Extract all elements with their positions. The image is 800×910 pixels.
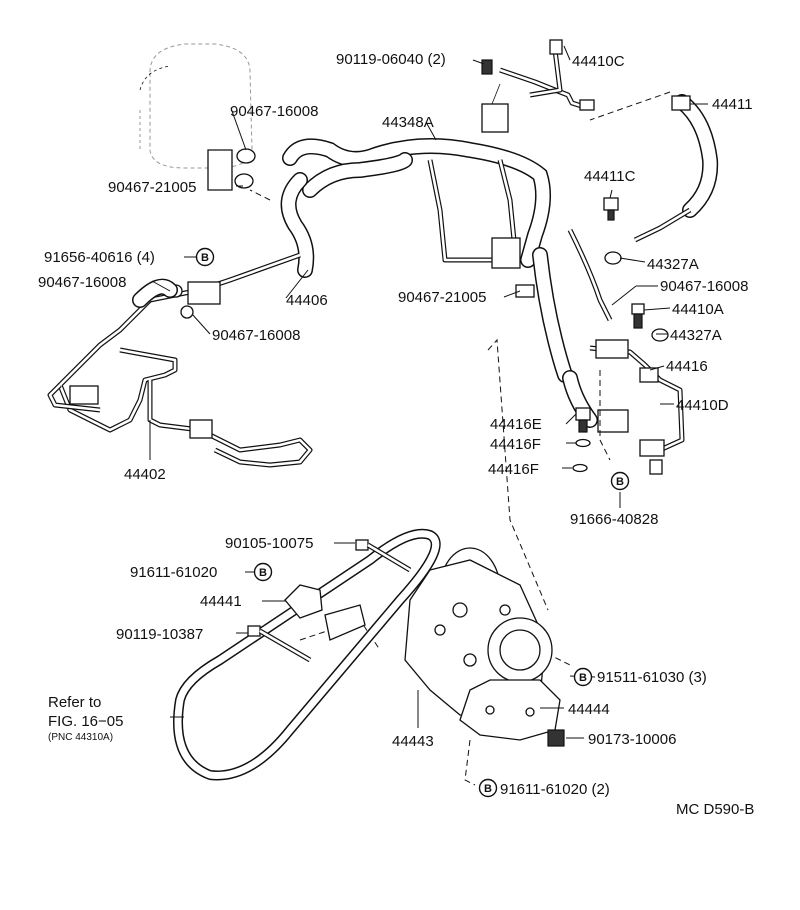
- drawing-artwork: [47, 39, 719, 786]
- union-bolt-44410A: [631, 303, 645, 329]
- label-44410A: 44410A: [672, 301, 724, 318]
- label-90467-21005-top: 90467-21005: [108, 179, 196, 196]
- label-91611-61020-lower: 91611-61020 (2): [500, 781, 610, 798]
- b-symbol-letter: B: [579, 672, 587, 684]
- tube-clamp-bracket: [132, 278, 221, 319]
- label-44410D: 44410D: [676, 397, 729, 414]
- hose-44406: [280, 172, 315, 278]
- label-90119-06040: 90119-06040 (2): [336, 51, 446, 68]
- label-91656-40616: 91656-40616 (4): [44, 249, 155, 266]
- label-44416E: 44416E: [490, 416, 542, 433]
- bolt-44416E: [572, 407, 629, 473]
- label-44402: 44402: [124, 466, 166, 483]
- label-90467-16008-left: 90467-16008: [38, 274, 126, 291]
- bracket-44444: [459, 679, 561, 741]
- b-symbol-91611-a: B: [253, 562, 273, 582]
- label-44443: 44443: [392, 733, 434, 750]
- label-44411: 44411: [712, 96, 753, 113]
- label-44348A: 44348A: [382, 114, 434, 131]
- bolt-44411C: [603, 197, 619, 221]
- label-44416F-lower: 44416F: [488, 461, 539, 478]
- label-91611-61020-upper: 91611-61020: [130, 564, 217, 581]
- label-91666-40828: 91666-40828: [570, 511, 658, 528]
- return-hose-44348A: [282, 138, 552, 268]
- label-44411C: 44411C: [584, 168, 636, 185]
- pump-assembly: [404, 547, 553, 721]
- label-91511-61030: 91511-61030 (3): [597, 669, 707, 686]
- part-labels: 90119-06040 (2) 44410C 44411 44348A 9046…: [38, 51, 753, 798]
- hose-clamps-reservoir: [234, 148, 256, 189]
- label-90467-16008-right: 90467-16008: [660, 278, 748, 295]
- diagram-code: MC D590-B: [676, 801, 754, 818]
- label-90467-16008-top: 90467-16008: [230, 103, 318, 120]
- label-44410C: 44410C: [572, 53, 625, 70]
- label-44416F-upper: 44416F: [490, 436, 541, 453]
- connector-44416: [589, 339, 685, 475]
- label-44327A-upper: 44327A: [647, 256, 699, 273]
- figure-reference-note: Refer to FIG. 16−05 (PNC 44310A): [48, 694, 123, 743]
- gaskets-44327A: [567, 228, 669, 342]
- label-90467-16008-lower: 90467-16008: [212, 327, 300, 344]
- label-44327A-lower: 44327A: [670, 327, 722, 344]
- b-symbol-letter: B: [259, 567, 267, 579]
- label-90467-21005-mid: 90467-21005: [398, 289, 486, 306]
- label-44441: 44441: [200, 593, 242, 610]
- bracket-44441: [247, 539, 412, 663]
- pump-hose: [532, 247, 598, 428]
- label-90119-10387: 90119-10387: [116, 626, 203, 643]
- b-symbol-letter: B: [616, 476, 624, 488]
- b-symbol-letter: B: [484, 783, 492, 795]
- b-symbol-91656: B: [195, 247, 215, 267]
- middle-hoses: [427, 83, 535, 298]
- b-symbol-91611-b: B: [478, 778, 498, 798]
- reservoir-tank: [139, 43, 253, 191]
- label-44406: 44406: [286, 292, 328, 309]
- drive-belt: [173, 528, 441, 781]
- hose-44411: [633, 94, 719, 243]
- reference-line-3: (PNC 44310A): [48, 732, 113, 743]
- leader-lines: [149, 45, 708, 739]
- b-symbol-91511: B: [573, 667, 593, 687]
- label-44444: 44444: [568, 701, 610, 718]
- label-90105-10075: 90105-10075: [225, 535, 313, 552]
- reference-line-1: Refer to: [48, 694, 101, 711]
- b-symbol-91666: B: [610, 471, 630, 491]
- reference-line-2: FIG. 16−05: [48, 713, 123, 730]
- label-90173-10006: 90173-10006: [588, 731, 676, 748]
- b-symbol-letter: B: [201, 252, 209, 264]
- nut-90173: [547, 729, 565, 747]
- pipe-44410C: [481, 39, 595, 111]
- label-44416: 44416: [666, 358, 708, 375]
